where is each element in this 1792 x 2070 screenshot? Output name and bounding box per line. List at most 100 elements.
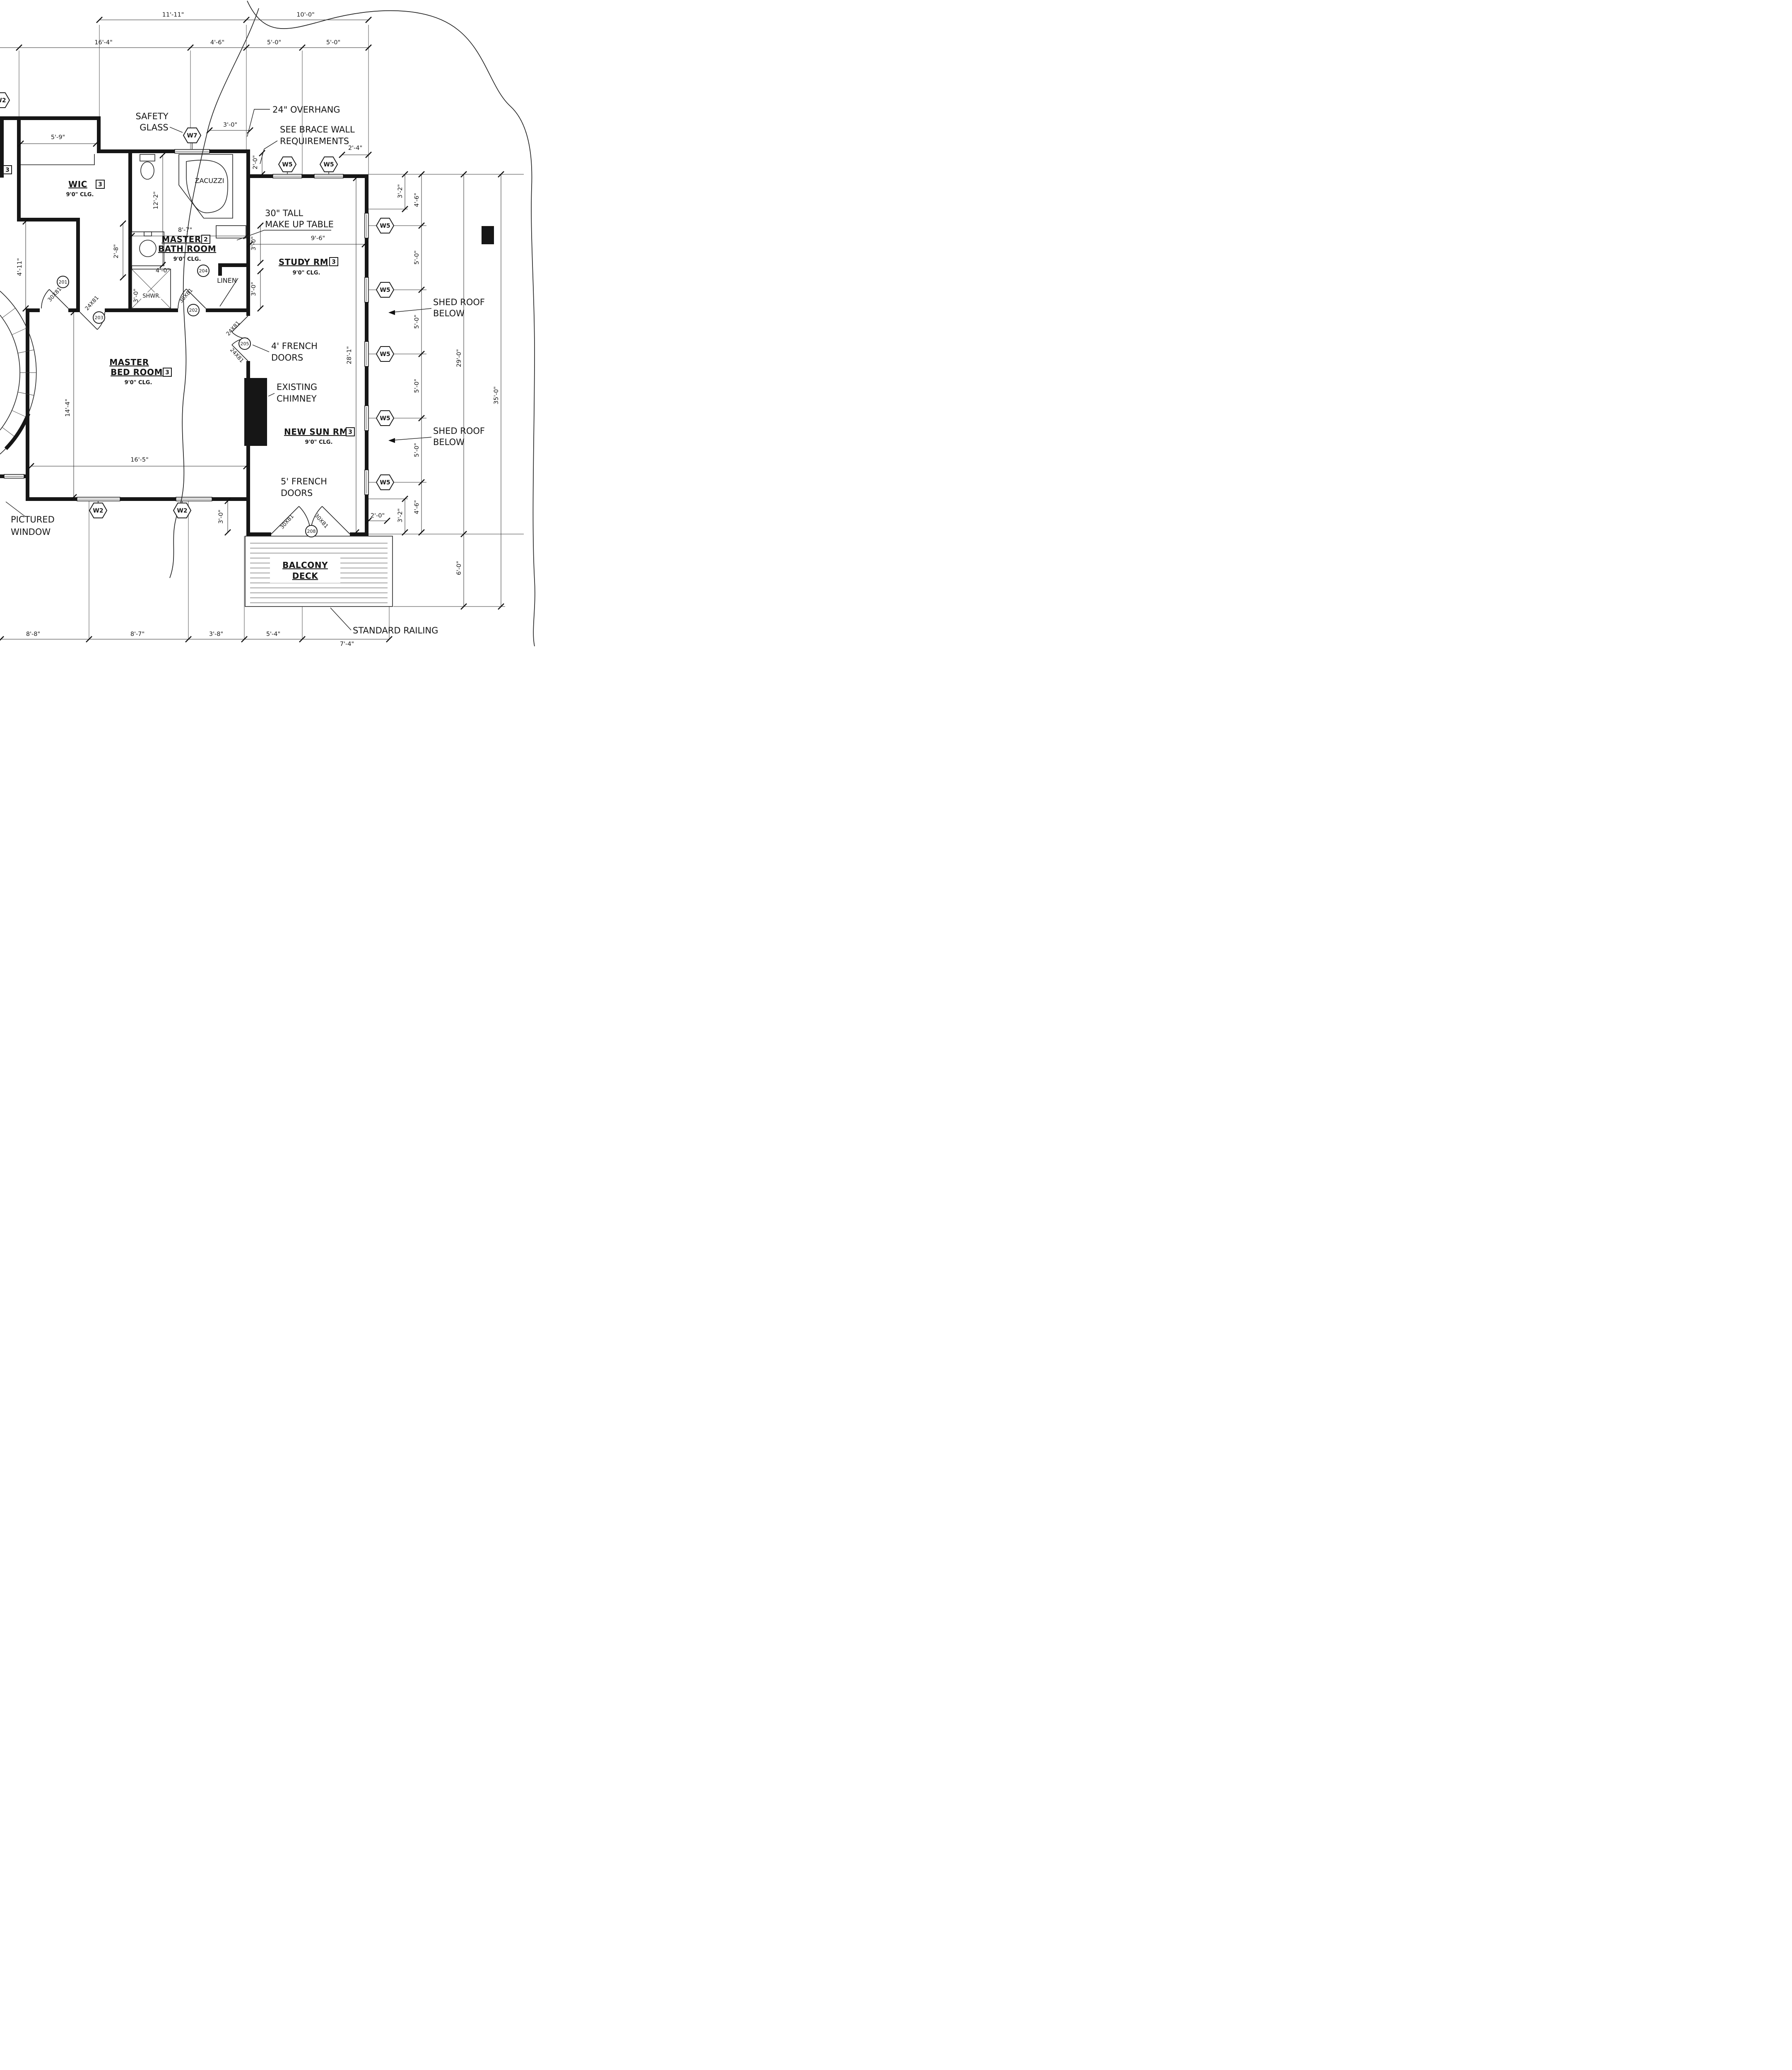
window-tag: W2	[177, 508, 187, 514]
dim-label: 8'-7"	[178, 227, 192, 233]
ceiling-height: 9'0" CLG.	[293, 270, 320, 276]
dim-label: 6'-0"	[456, 561, 462, 575]
dim-label: 2'-4"	[348, 145, 362, 152]
ceiling-type-tag: 2	[204, 236, 208, 243]
window-tag: W7	[187, 132, 197, 139]
window-tag: W5	[380, 479, 390, 486]
note-overhang: 24" OVERHANG	[272, 105, 340, 115]
dim-label: 2'-0"	[252, 155, 259, 169]
window-tag: W5	[380, 223, 390, 229]
dim-label: 3'-8"	[209, 631, 223, 638]
walls	[0, 116, 494, 536]
dim-label: 9'-6"	[311, 235, 325, 242]
window-tag: W5	[380, 351, 390, 358]
dim-label: 3'-2"	[397, 508, 404, 522]
dim-label: 4'-6"	[414, 500, 420, 514]
sink	[139, 240, 157, 257]
note-shed-roof-1: SHED ROOF	[433, 297, 485, 307]
room-label-master-bed-2: BED ROOM	[111, 367, 163, 377]
dim-label: 14'-4"	[65, 399, 71, 417]
dim-label: 5'-0"	[414, 379, 420, 393]
dim-label: 3'-0"	[218, 510, 224, 524]
wic-shelf	[21, 154, 95, 165]
note-pictured-window: PICTURED	[11, 515, 55, 525]
annotations: SAFETY GLASS 24" OVERHANG SEE BRACE WALL…	[5, 105, 485, 635]
balcony-outline	[245, 536, 393, 607]
door-size-label: 24X81	[84, 295, 100, 312]
floor-plan-drawing: 30X81 24X81 30X81 24X81 24X81 30X81 30X8…	[0, 0, 537, 647]
window-tag: W5	[380, 287, 390, 294]
room-label-balcony-2: DECK	[292, 571, 318, 581]
note-chimney-2: CHIMNEY	[277, 394, 317, 404]
dim-label: 3'-0"	[250, 236, 257, 250]
ceiling-type-tag: 3	[165, 369, 169, 376]
dim-label: 3'-0"	[223, 122, 237, 128]
door-number: 205	[241, 341, 249, 347]
dim-label: 8'-8"	[26, 631, 40, 638]
dim-label: 5'-0"	[414, 250, 420, 265]
note-safety-glass: SAFETY	[135, 111, 168, 121]
note-makeup-table: 30" TALL	[265, 208, 303, 218]
dimension-labels: 11'-11" 10'-0" 16'-4" 4'-6" 5'-0" 5'-0" …	[17, 12, 500, 647]
ceiling-height: 9'0" CLG.	[173, 256, 201, 262]
dim-label: 16'-5"	[130, 457, 149, 463]
dim-label: 35'-0"	[493, 386, 500, 404]
room-label-master-bath-2: BATH ROOM	[158, 244, 216, 254]
room-label-master-bed: MASTER	[109, 357, 149, 367]
fixture-label-jacuzzi: ZACUZZI	[195, 177, 224, 185]
room-label-balcony: BALCONY	[282, 560, 328, 570]
door-number: 201	[59, 279, 67, 285]
dim-label: 5'-9"	[51, 134, 65, 141]
dim-label: 4'-6"	[210, 39, 224, 46]
dim-label: 5'-0"	[414, 315, 420, 329]
dim-label: 4'-11"	[17, 258, 23, 276]
dim-label: 2'-0"	[371, 513, 385, 519]
dim-label: 29'-0"	[456, 349, 462, 367]
ceiling-height: 9'0" CLG.	[66, 192, 94, 198]
note-standard-railing: STANDARD RAILING	[353, 626, 438, 635]
note-shed-roof-2-2: BELOW	[433, 437, 465, 447]
ceiling-height: 9'0" CLG.	[305, 439, 333, 445]
room-label-sun-room: NEW SUN RM	[284, 427, 348, 437]
right-window-5	[364, 469, 369, 495]
ceiling-height: 9'0" CLG.	[125, 380, 152, 386]
existing-chimney	[244, 378, 267, 446]
window-tag: W2	[0, 97, 6, 104]
right-window-1	[364, 213, 369, 238]
jacuzzi-inner	[186, 159, 228, 213]
dim-label: 12'-2"	[153, 191, 159, 209]
dimension-lines	[0, 16, 505, 643]
room-label-master-bath: MASTER	[161, 234, 201, 244]
note-french-doors-5: 5' FRENCH	[281, 477, 327, 486]
revision-clouds	[169, 0, 535, 647]
note-shed-roof-2: SHED ROOF	[433, 426, 485, 436]
room-label-wic: WIC	[68, 179, 87, 189]
dim-label: 5'-4"	[266, 631, 280, 638]
note-shed-roof-1-2: BELOW	[433, 308, 465, 318]
toilet-tank	[140, 154, 155, 161]
room-labels: WIC 3 9'0" CLG. MASTER 2 BATH ROOM 9'0" …	[66, 177, 355, 583]
door-number: 208	[307, 529, 316, 534]
note-brace-wall-2: REQUIREMENTS	[280, 136, 349, 146]
extension-lines	[19, 25, 524, 639]
note-pictured-window-2: WINDOW	[11, 527, 51, 537]
tags: W2 W7 W5 W5 W5 W5 W5 W5 W5 W2 W2 3 201 2…	[0, 92, 394, 537]
right-window-4	[364, 405, 369, 431]
dim-label: 10'-0"	[296, 12, 315, 18]
dim-label: 3'-0"	[250, 282, 257, 296]
window-tag: W5	[282, 161, 292, 168]
note-brace-wall: SEE BRACE WALL	[280, 125, 355, 135]
room-label-study: STUDY RM	[279, 257, 328, 267]
right-window-2	[364, 277, 369, 303]
toilet-bowl	[140, 161, 154, 180]
door-number: 202	[189, 308, 198, 313]
fixture-label-shower: SHWR.	[142, 293, 161, 299]
note-french-doors-4-2: DOORS	[271, 353, 303, 363]
dim-label: 28'-1"	[346, 346, 353, 364]
dim-label: 5'-0"	[326, 39, 340, 46]
dim-label: 7'-4"	[340, 641, 354, 647]
window-tag: W5	[380, 415, 390, 422]
faucet	[144, 231, 152, 236]
ceiling-type-tag: 3	[98, 181, 102, 188]
door-size-label: 30X81	[178, 287, 194, 304]
